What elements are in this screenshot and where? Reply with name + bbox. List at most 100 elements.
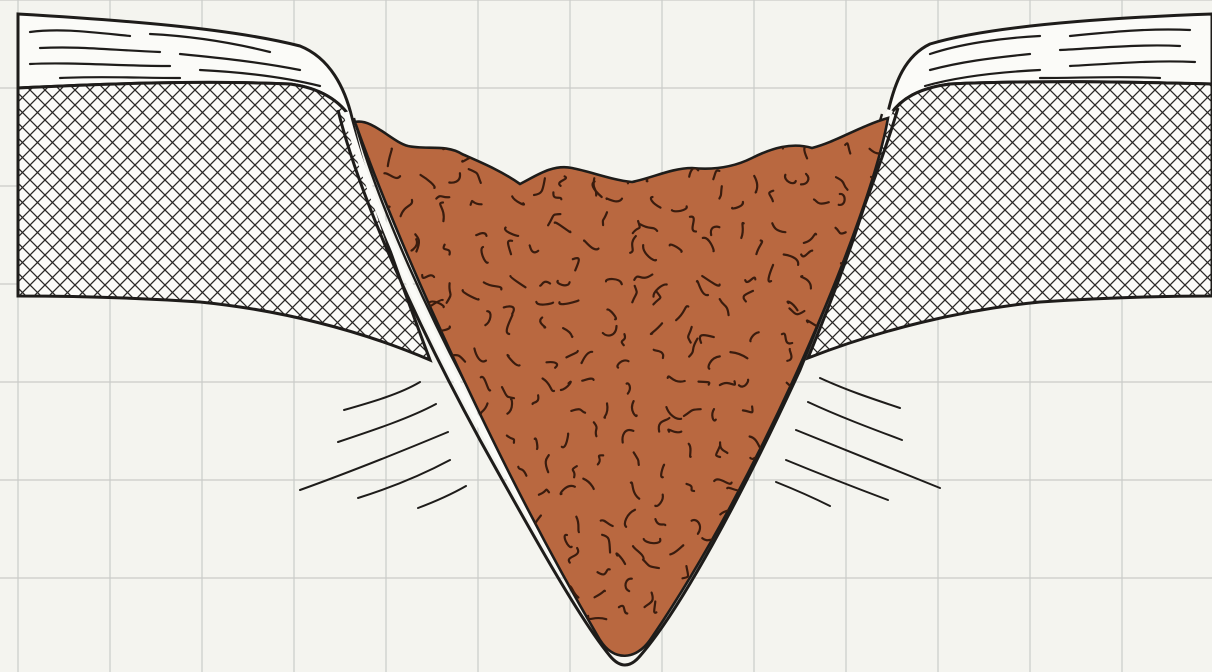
fill-squiggle xyxy=(417,514,435,522)
right-stress-lines xyxy=(776,378,940,506)
fill-squiggle xyxy=(389,388,393,408)
fill-squiggle xyxy=(420,530,436,535)
fill-squiggle xyxy=(441,611,447,623)
left-stress-lines xyxy=(300,382,466,508)
fill-squiggle xyxy=(788,518,803,522)
fill-squiggle xyxy=(802,374,811,387)
fill-squiggle xyxy=(861,434,874,440)
fill-squiggle xyxy=(449,412,451,427)
fill-squiggle xyxy=(515,612,524,625)
fill-squiggle xyxy=(864,388,878,392)
fill-squiggle xyxy=(472,505,473,518)
fill-squiggle xyxy=(655,143,661,155)
fill-squiggle xyxy=(832,553,841,563)
fill-squiggle xyxy=(513,172,532,178)
fill-squiggle xyxy=(378,515,392,528)
fill-squiggle xyxy=(444,465,458,478)
fill-squiggle xyxy=(450,430,458,442)
fill-squiggle xyxy=(736,129,741,145)
fill-squiggle xyxy=(585,153,599,159)
fill-squiggle xyxy=(805,532,818,541)
fill-squiggle xyxy=(862,510,865,523)
fill-squiggle xyxy=(841,403,848,412)
fill-squiggle xyxy=(414,414,424,428)
fill-squiggle xyxy=(745,501,752,514)
fill-squiggle xyxy=(378,579,388,589)
fill-squiggle xyxy=(713,615,721,628)
fill-squiggle xyxy=(781,622,789,635)
fill-squiggle xyxy=(503,594,510,605)
fill-squiggle xyxy=(829,482,833,495)
fill-squiggle xyxy=(707,147,720,155)
fill-squiggle xyxy=(380,544,391,547)
fill-squiggle xyxy=(422,578,427,590)
fill-squiggle xyxy=(801,567,813,572)
fill-squiggle xyxy=(504,544,511,559)
fill-squiggle xyxy=(812,483,818,494)
fill-squiggle xyxy=(470,595,475,604)
fill-squiggle xyxy=(525,546,539,558)
fill-squiggle xyxy=(715,554,720,567)
fill-squiggle xyxy=(784,508,791,521)
fill-squiggle xyxy=(409,140,423,146)
fill-squiggle xyxy=(811,616,827,620)
fill-squiggle xyxy=(444,505,450,513)
fill-squiggle xyxy=(539,132,542,149)
fill-squiggle xyxy=(351,430,362,434)
fill-squiggle xyxy=(841,591,844,608)
fill-squiggle xyxy=(874,556,886,571)
fill-squiggle xyxy=(393,457,399,473)
fill-squiggle xyxy=(555,134,563,149)
right-middle-layer xyxy=(808,82,1212,358)
fill-squiggle xyxy=(435,599,451,606)
fill-squiggle xyxy=(686,156,700,160)
fill-squiggle xyxy=(450,484,461,487)
fill-squiggle xyxy=(863,347,875,356)
fill-squiggle xyxy=(868,530,873,543)
fill-squiggle xyxy=(780,414,794,428)
fill-squiggle xyxy=(693,621,708,630)
fill-squiggle xyxy=(354,454,370,462)
fill-squiggle xyxy=(776,558,783,568)
fill-squiggle xyxy=(351,543,367,555)
fill-squiggle xyxy=(834,369,844,379)
fill-squiggle xyxy=(482,534,487,546)
fill-squiggle xyxy=(626,138,638,153)
fill-squiggle xyxy=(786,424,792,441)
fill-squiggle xyxy=(425,474,435,490)
fill-squiggle xyxy=(778,494,788,505)
fill-squiggle xyxy=(755,614,767,624)
fill-squiggle xyxy=(338,593,352,606)
fill-squiggle xyxy=(803,393,808,405)
fill-squiggle xyxy=(825,531,833,546)
fill-squiggle xyxy=(817,449,822,464)
fill-squiggle xyxy=(438,379,444,391)
fill-squiggle xyxy=(400,609,413,624)
fill-squiggle xyxy=(526,622,543,626)
fill-squiggle xyxy=(357,503,370,511)
fill-squiggle xyxy=(505,515,516,527)
fill-squiggle xyxy=(342,567,353,571)
fill-squiggle xyxy=(877,613,887,619)
fill-squiggle xyxy=(516,547,527,561)
fill-squiggle xyxy=(861,585,869,594)
fill-squiggle xyxy=(407,561,418,564)
fill-squiggle xyxy=(513,157,516,175)
fill-squiggle xyxy=(825,605,841,614)
fill-squiggle xyxy=(800,584,809,597)
fill-squiggle xyxy=(444,529,457,538)
fill-squiggle xyxy=(361,614,369,624)
fill-squiggle xyxy=(537,592,547,595)
fill-squiggle xyxy=(823,508,835,520)
fill-squiggle xyxy=(507,148,524,157)
fill-squiggle xyxy=(456,558,474,562)
fill-squiggle xyxy=(783,542,794,557)
fill-squiggle xyxy=(737,531,753,536)
fill-squiggle xyxy=(450,555,460,571)
fill-squiggle xyxy=(831,439,845,442)
fill-squiggle xyxy=(785,463,794,474)
fill-squiggle xyxy=(488,596,501,612)
fill-squiggle xyxy=(368,358,386,363)
